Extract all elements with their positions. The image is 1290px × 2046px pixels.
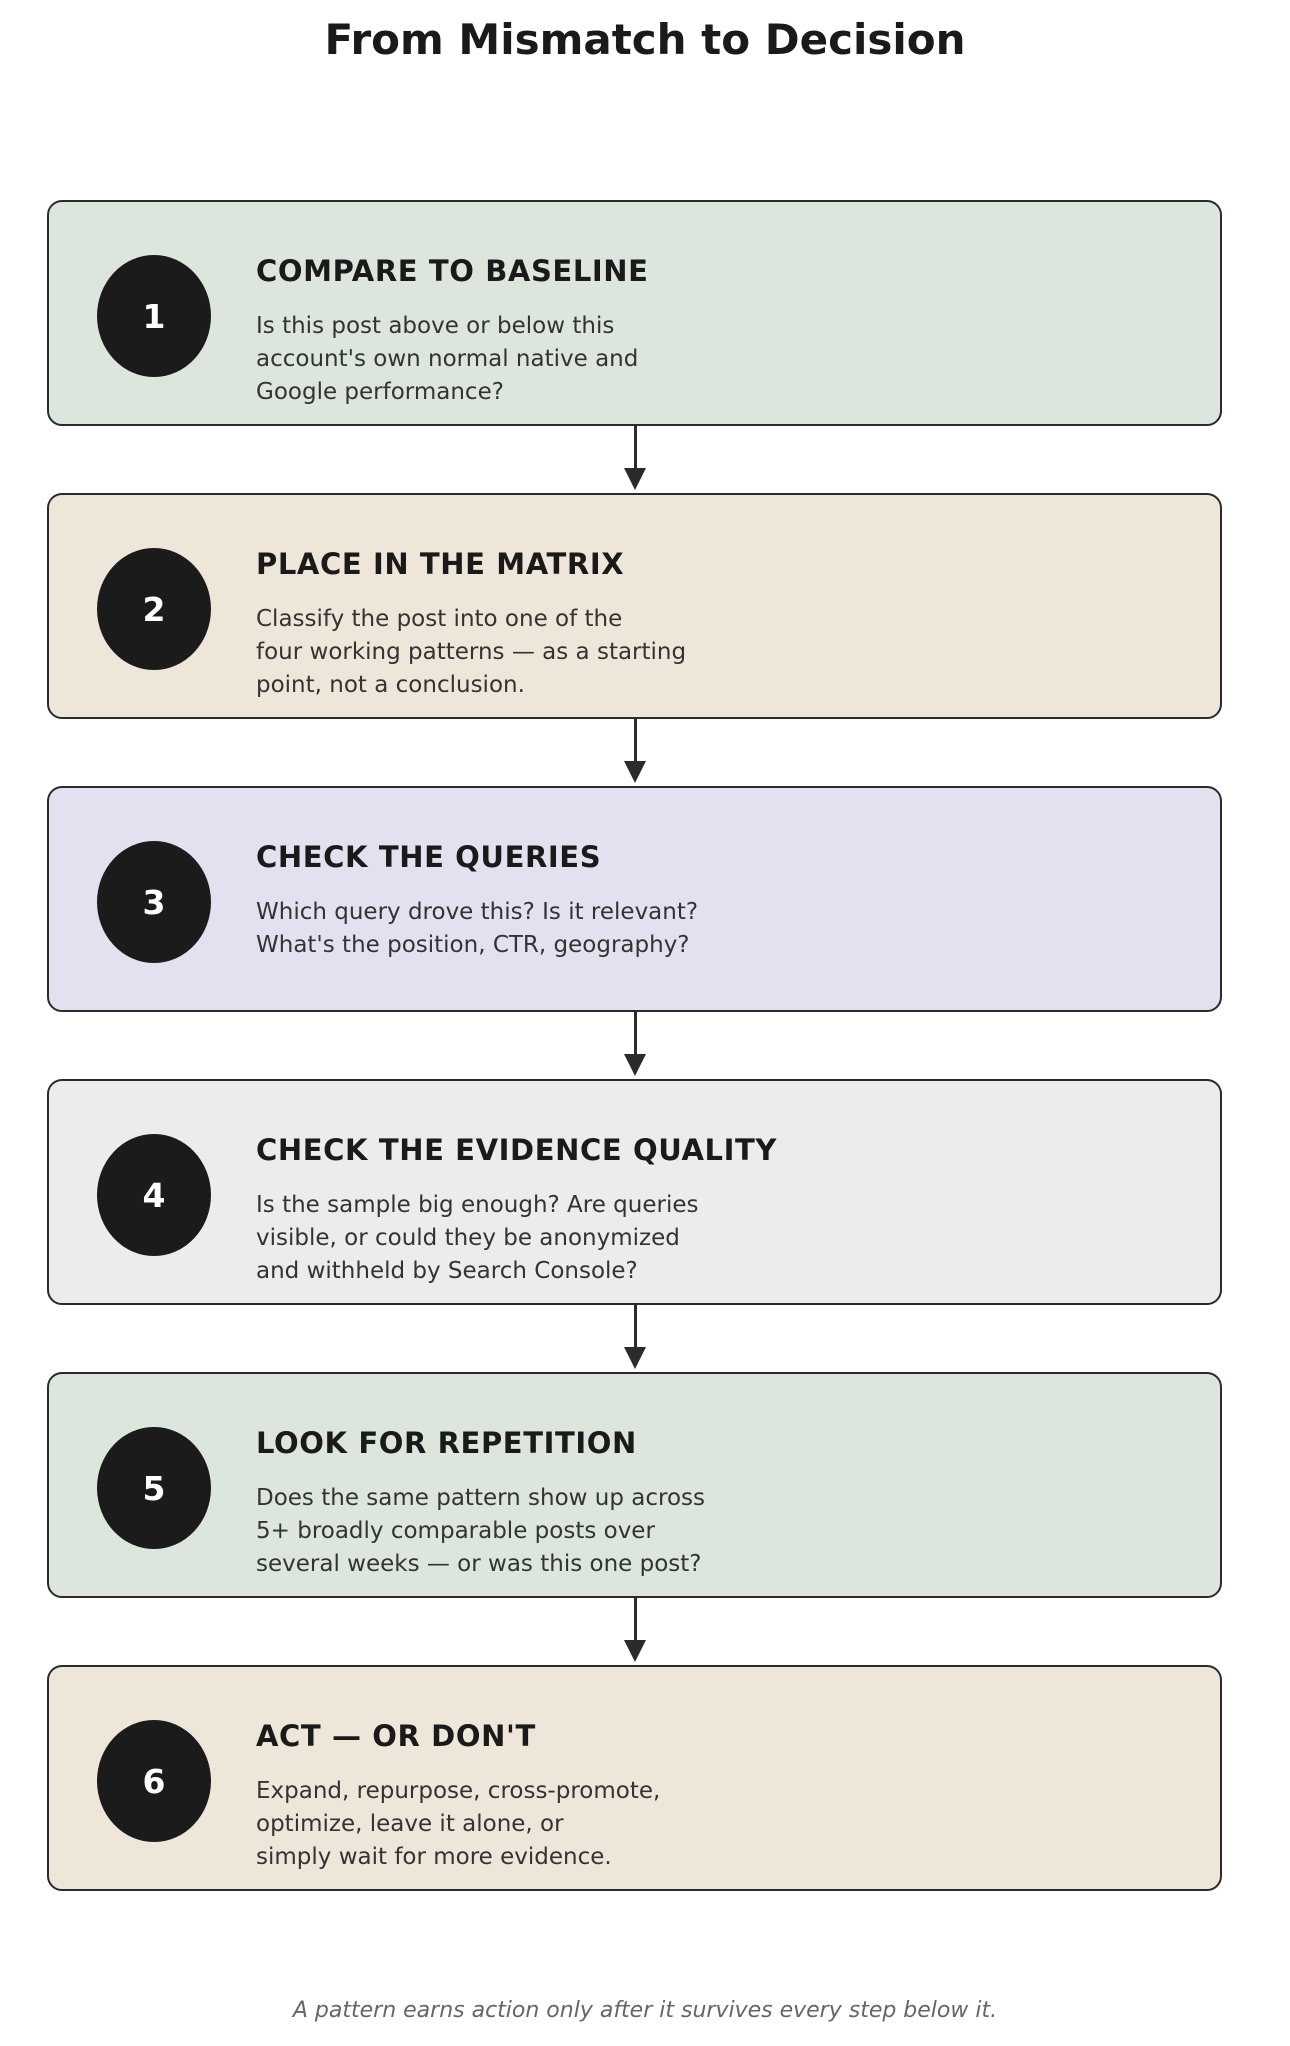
down-arrow-icon — [624, 719, 646, 783]
step-description: Which query drove this? Is it relevant? … — [256, 899, 699, 958]
step-number-badge: 6 — [97, 1720, 211, 1842]
step-card-act-or-dont: 6 ACT — OR DON'T Expand, repurpose, cros… — [47, 1665, 1222, 1891]
step-number-badge: 4 — [97, 1134, 211, 1256]
footer-caption: A pattern earns action only after it sur… — [292, 1998, 998, 2023]
step-heading: LOOK FOR REPETITION — [256, 1426, 637, 1460]
step-card-check-the-queries: 3 CHECK THE QUERIES Which query drove th… — [47, 786, 1222, 1012]
step-description: Does the same pattern show up across 5+ … — [256, 1485, 706, 1577]
step-heading: PLACE IN THE MATRIX — [256, 547, 625, 581]
step-heading: ACT — OR DON'T — [256, 1719, 536, 1753]
step-description: Classify the post into one of the four w… — [256, 606, 687, 698]
step-number-badge: 1 — [97, 255, 211, 377]
step-heading: CHECK THE EVIDENCE QUALITY — [256, 1133, 777, 1167]
page-title: From Mismatch to Decision — [324, 15, 966, 64]
step-heading: COMPARE TO BASELINE — [256, 254, 649, 288]
step-description: Is the sample big enough? Are queries vi… — [256, 1192, 699, 1284]
step-number-badge: 3 — [97, 841, 211, 963]
down-arrow-icon — [624, 426, 646, 490]
step-card-look-for-repetition: 5 LOOK FOR REPETITION Does the same patt… — [47, 1372, 1222, 1598]
step-card-compare-to-baseline: 1 COMPARE TO BASELINE Is this post above… — [47, 200, 1222, 426]
step-heading: CHECK THE QUERIES — [256, 840, 602, 874]
down-arrow-icon — [624, 1012, 646, 1076]
step-number-badge: 2 — [97, 548, 211, 670]
step-number-badge: 5 — [97, 1427, 211, 1549]
step-card-place-in-the-matrix: 2 PLACE IN THE MATRIX Classify the post … — [47, 493, 1222, 719]
down-arrow-icon — [624, 1598, 646, 1662]
step-description: Is this post above or below this account… — [256, 313, 639, 405]
down-arrow-icon — [624, 1305, 646, 1369]
step-description: Expand, repurpose, cross-promote, optimi… — [256, 1778, 661, 1870]
step-card-check-the-evidence-quality: 4 CHECK THE EVIDENCE QUALITY Is the samp… — [47, 1079, 1222, 1305]
